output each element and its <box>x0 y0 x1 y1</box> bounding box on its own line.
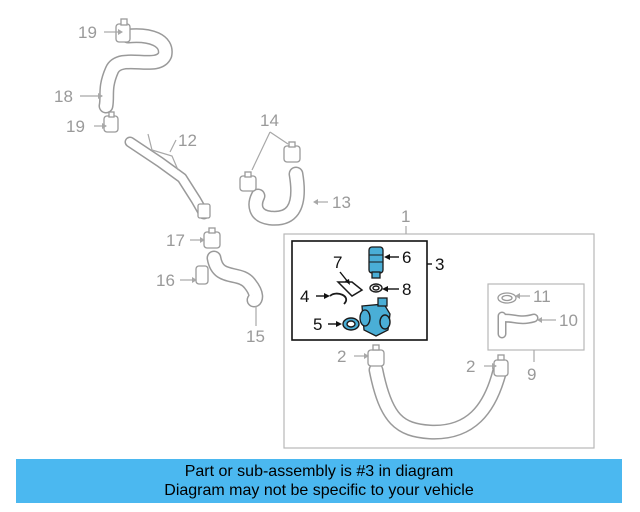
callout-3: 3 <box>435 255 444 274</box>
clamp-2-left[interactable] <box>367 344 385 367</box>
callout-13: 13 <box>332 193 351 212</box>
callout-12: 12 <box>178 131 197 150</box>
callout-10: 10 <box>559 311 578 330</box>
lower-hose-2[interactable] <box>368 362 508 440</box>
callout-4: 4 <box>300 287 309 306</box>
callout-8: 8 <box>402 280 411 299</box>
o-ring-5[interactable] <box>342 317 360 331</box>
callout-15: 15 <box>246 327 265 346</box>
callout-14: 14 <box>260 111 279 130</box>
clamp-19-lower[interactable] <box>103 111 119 133</box>
upper-hose-18[interactable] <box>98 28 173 114</box>
clamp-16[interactable] <box>195 265 209 285</box>
callout-17: 17 <box>166 231 185 250</box>
banner-line-disclaimer: Diagram may not be specific to your vehi… <box>164 482 474 499</box>
callout-7: 7 <box>333 253 342 272</box>
callout-5: 5 <box>313 315 322 334</box>
clamp-19-top[interactable] <box>115 18 131 43</box>
assembly-box-1 <box>283 233 595 449</box>
callout-1: 1 <box>401 207 410 226</box>
info-banner: Part or sub-assembly is #3 in diagram Di… <box>16 459 622 503</box>
outlet-housing-3[interactable] <box>359 297 391 337</box>
callout-6: 6 <box>402 248 411 267</box>
clamp-17[interactable] <box>203 227 221 249</box>
leader-lines <box>80 29 556 369</box>
callout-19-top: 19 <box>78 23 97 42</box>
clamp-14-left[interactable] <box>239 171 257 192</box>
callout-16: 16 <box>156 271 175 290</box>
parts-diagram: 19 18 19 12 14 13 1 17 16 15 2 2 9 11 10… <box>54 18 595 449</box>
clamp-14-right[interactable] <box>283 141 301 163</box>
callout-9: 9 <box>527 365 536 384</box>
hose-15[interactable] <box>206 250 264 308</box>
callout-11: 11 <box>533 287 551 306</box>
banner-line-part: Part or sub-assembly is #3 in diagram <box>184 463 454 480</box>
callout-2-left: 2 <box>337 347 346 366</box>
callout-19-lower: 19 <box>66 117 85 136</box>
pipe-bracket-12[interactable] <box>124 133 211 220</box>
gasket-11[interactable] <box>497 292 517 304</box>
sub-assembly-box-3 <box>291 240 428 341</box>
connector-10[interactable] <box>497 311 539 339</box>
clip-4[interactable] <box>329 292 347 305</box>
callout-18: 18 <box>54 87 73 106</box>
gasket-8[interactable] <box>369 283 383 293</box>
sub-box-9 <box>487 283 585 351</box>
hose-13[interactable] <box>248 166 305 226</box>
callout-2-right: 2 <box>466 357 475 376</box>
sensor-6[interactable] <box>368 246 384 279</box>
clamp-2-right[interactable] <box>493 354 509 377</box>
